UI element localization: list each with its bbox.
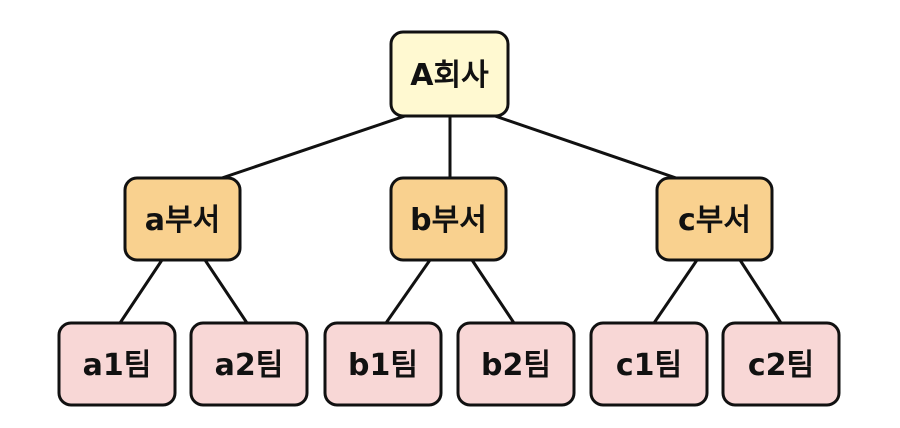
node-a1-team-box [57, 321, 177, 407]
node-a2-team-box [189, 321, 309, 407]
node-a1-team: a1팀 [57, 321, 177, 407]
node-c2-team-box [721, 321, 841, 407]
node-a2-team-label: a2팀 [215, 348, 284, 383]
node-b-dept-label: b부서 [410, 203, 487, 238]
edge-c-dept-to-c2-team [738, 259, 783, 324]
node-c2-team: c2팀 [721, 321, 841, 407]
node-c-dept-box [655, 176, 774, 262]
node-c-dept-label: c부서 [678, 203, 751, 238]
node-c2-team-label: c2팀 [748, 348, 814, 383]
edge-c-dept-to-c1-team [652, 259, 699, 324]
node-a-dept-box [123, 176, 242, 262]
edge-b-dept-to-b1-team [384, 259, 432, 324]
node-a2-team: a2팀 [189, 321, 309, 407]
node-c1-team-box [589, 321, 709, 407]
node-b1-team: b1팀 [323, 321, 443, 407]
connectors [118, 114, 783, 324]
node-b-dept-box [389, 176, 508, 262]
edge-b-dept-to-b2-team [470, 259, 516, 324]
edge-a-dept-to-a1-team [118, 259, 164, 324]
edge-company-to-a-dept [215, 114, 406, 182]
node-b-dept: b부서 [389, 176, 508, 262]
node-company-label: A회사 [410, 58, 489, 93]
node-b1-team-label: b1팀 [348, 348, 418, 383]
node-a1-team-label: a1팀 [83, 348, 152, 383]
node-b2-team: b2팀 [456, 321, 576, 407]
edge-a-dept-to-a2-team [203, 259, 249, 324]
node-c1-team-label: c1팀 [616, 348, 682, 383]
node-c-dept: c부서 [655, 176, 774, 262]
edge-company-to-c-dept [494, 114, 683, 182]
node-b1-team-box [323, 321, 443, 407]
node-a-dept: a부서 [123, 176, 242, 262]
node-b2-team-box [456, 321, 576, 407]
node-b2-team-label: b2팀 [481, 348, 551, 383]
node-a-dept-label: a부서 [145, 203, 220, 238]
node-c1-team: c1팀 [589, 321, 709, 407]
node-company-box [389, 30, 510, 118]
node-company: A회사 [389, 30, 510, 118]
